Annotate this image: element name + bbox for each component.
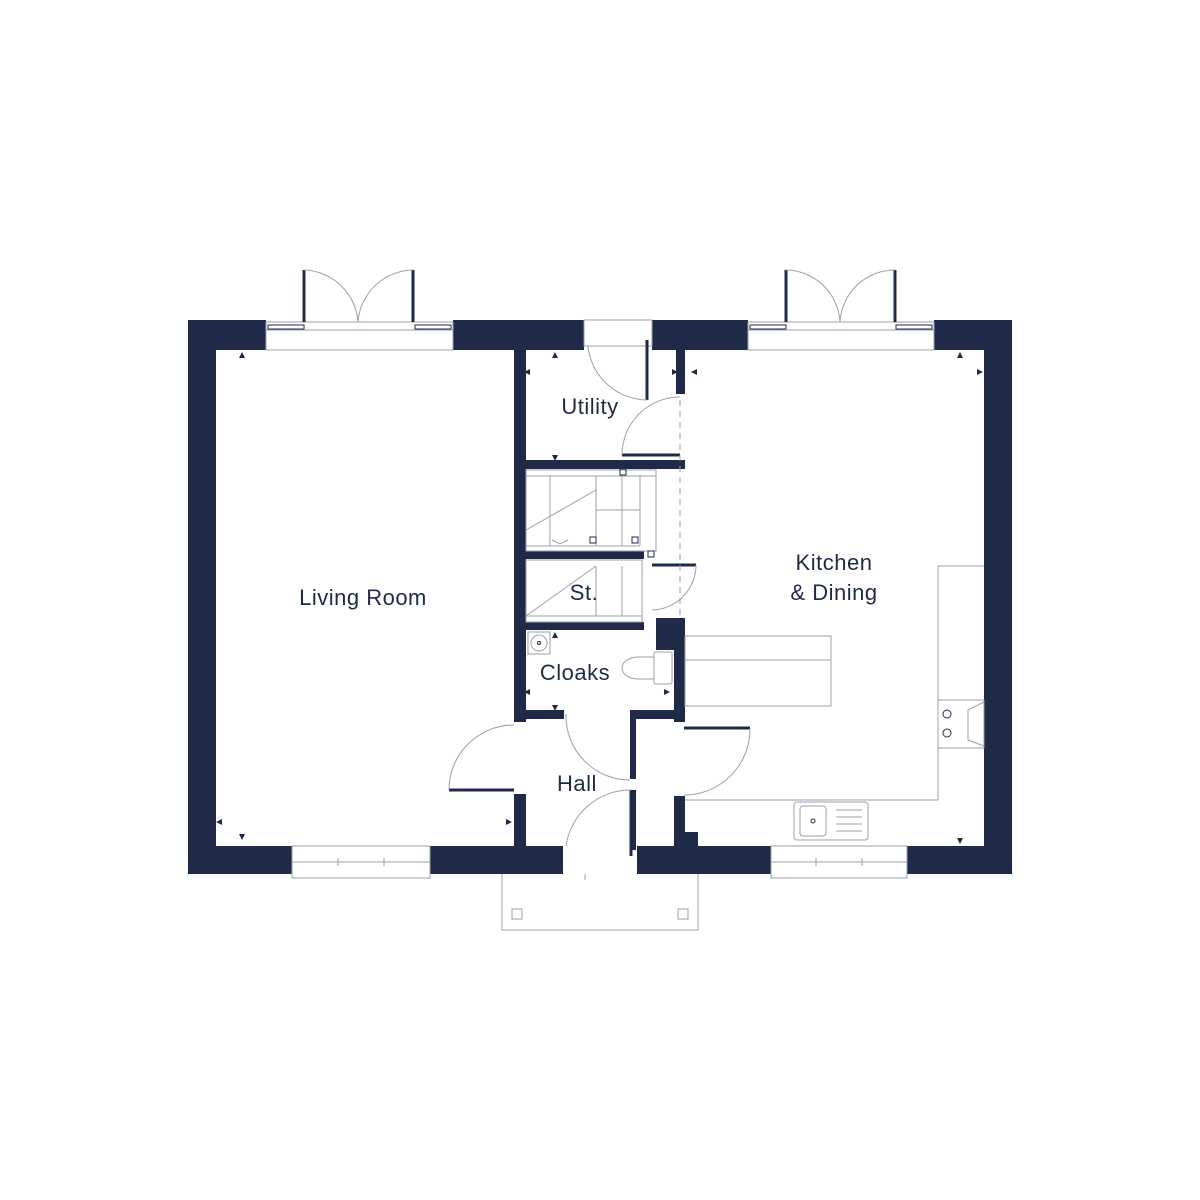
interior-walls <box>514 346 698 850</box>
room-label-cloaks: Cloaks <box>540 660 610 685</box>
door-swings <box>302 269 897 856</box>
room-label-hall: Hall <box>557 771 597 796</box>
room-label-utility: Utility <box>561 394 618 419</box>
dimension-arrows <box>216 352 983 844</box>
staircase <box>525 468 657 558</box>
kitchen-fittings <box>679 400 985 841</box>
cloaks-fittings <box>527 631 673 685</box>
porch <box>501 874 699 931</box>
room-label-kitchen: Kitchen <box>796 550 873 575</box>
room-label-dining: & Dining <box>790 580 877 605</box>
windows <box>265 319 935 879</box>
room-label-living-room: Living Room <box>299 585 427 610</box>
room-label-store: St. <box>570 580 598 605</box>
exterior-walls <box>188 320 1012 874</box>
store-details <box>525 559 643 623</box>
